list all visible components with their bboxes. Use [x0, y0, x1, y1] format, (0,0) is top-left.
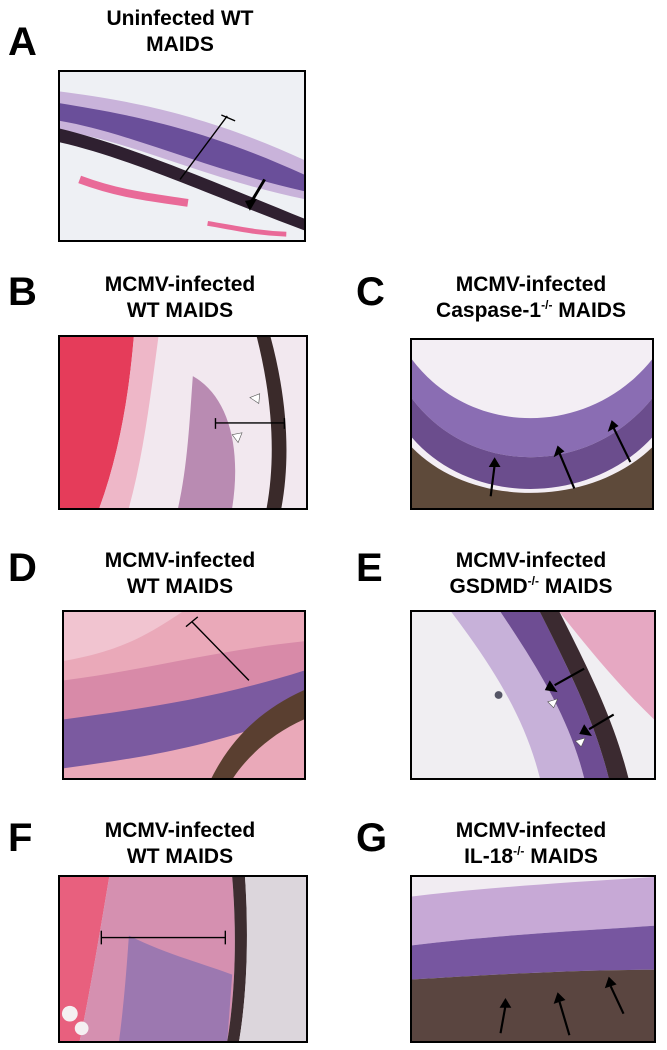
panel-title-f: MCMV-infected WT MAIDS [60, 818, 300, 870]
panel-title-a: Uninfected WT MAIDS [60, 6, 300, 58]
panel-title-g-line1: MCMV-infected [455, 819, 607, 842]
panel-title-a-line2: MAIDS [146, 33, 214, 56]
panel-title-c-line2: Caspase-1-/- MAIDS [400, 298, 662, 324]
panel-title-d-line1: MCMV-infected [104, 549, 256, 572]
micrograph-g [410, 875, 656, 1043]
panel-letter-d: D [8, 546, 37, 590]
panel-title-b-line2: WT MAIDS [126, 299, 234, 322]
panel-title-g-maids: MAIDS [530, 845, 598, 868]
panel-letter-f: F [8, 816, 33, 860]
panel-title-e-maids: MAIDS [544, 575, 613, 598]
panel-title-g: MCMV-infected IL-18-/- MAIDS [400, 818, 662, 870]
panel-title-f-line2: WT MAIDS [126, 845, 234, 868]
panel-letter-b: B [8, 270, 37, 314]
panel-title-c-maids: MAIDS [558, 299, 626, 322]
panel-title-b-line1: MCMV-infected [104, 273, 256, 296]
panel-title-e-line1: MCMV-infected [455, 549, 607, 572]
panel-title-d-line2: WT MAIDS [126, 575, 234, 598]
micrograph-d [62, 610, 306, 780]
micrograph-e [410, 610, 656, 780]
panel-title-g-gene: IL-18 [464, 845, 514, 868]
panel-title-e-knockout-sup: -/- [527, 574, 539, 588]
micrograph-c [410, 338, 654, 510]
micrograph-a [58, 70, 306, 242]
panel-title-g-knockout-sup: -/- [513, 844, 525, 858]
panel-title-c-knockout-sup: -/- [541, 298, 553, 312]
panel-title-e: MCMV-infected GSDMD-/- MAIDS [400, 548, 662, 600]
panel-letter-g: G [356, 816, 388, 860]
panel-title-g-line2: IL-18-/- MAIDS [400, 844, 662, 870]
micrograph-f [58, 875, 308, 1043]
panel-title-c-line1: MCMV-infected [455, 273, 607, 296]
panel-title-e-gene: GSDMD [449, 575, 528, 598]
panel-title-b: MCMV-infected WT MAIDS [60, 272, 300, 324]
panel-title-f-line1: MCMV-infected [104, 819, 256, 842]
panel-letter-a: A [8, 20, 37, 64]
panel-title-d: MCMV-infected WT MAIDS [60, 548, 300, 600]
panel-title-a-line1: Uninfected WT [106, 7, 254, 30]
panel-title-c-gene: Caspase-1 [436, 299, 542, 322]
panel-letter-c: C [356, 270, 385, 314]
micrograph-b [58, 335, 308, 510]
panel-title-c: MCMV-infected Caspase-1-/- MAIDS [400, 272, 662, 324]
panel-letter-e: E [356, 546, 383, 590]
panel-title-e-line2: GSDMD-/- MAIDS [400, 574, 662, 600]
